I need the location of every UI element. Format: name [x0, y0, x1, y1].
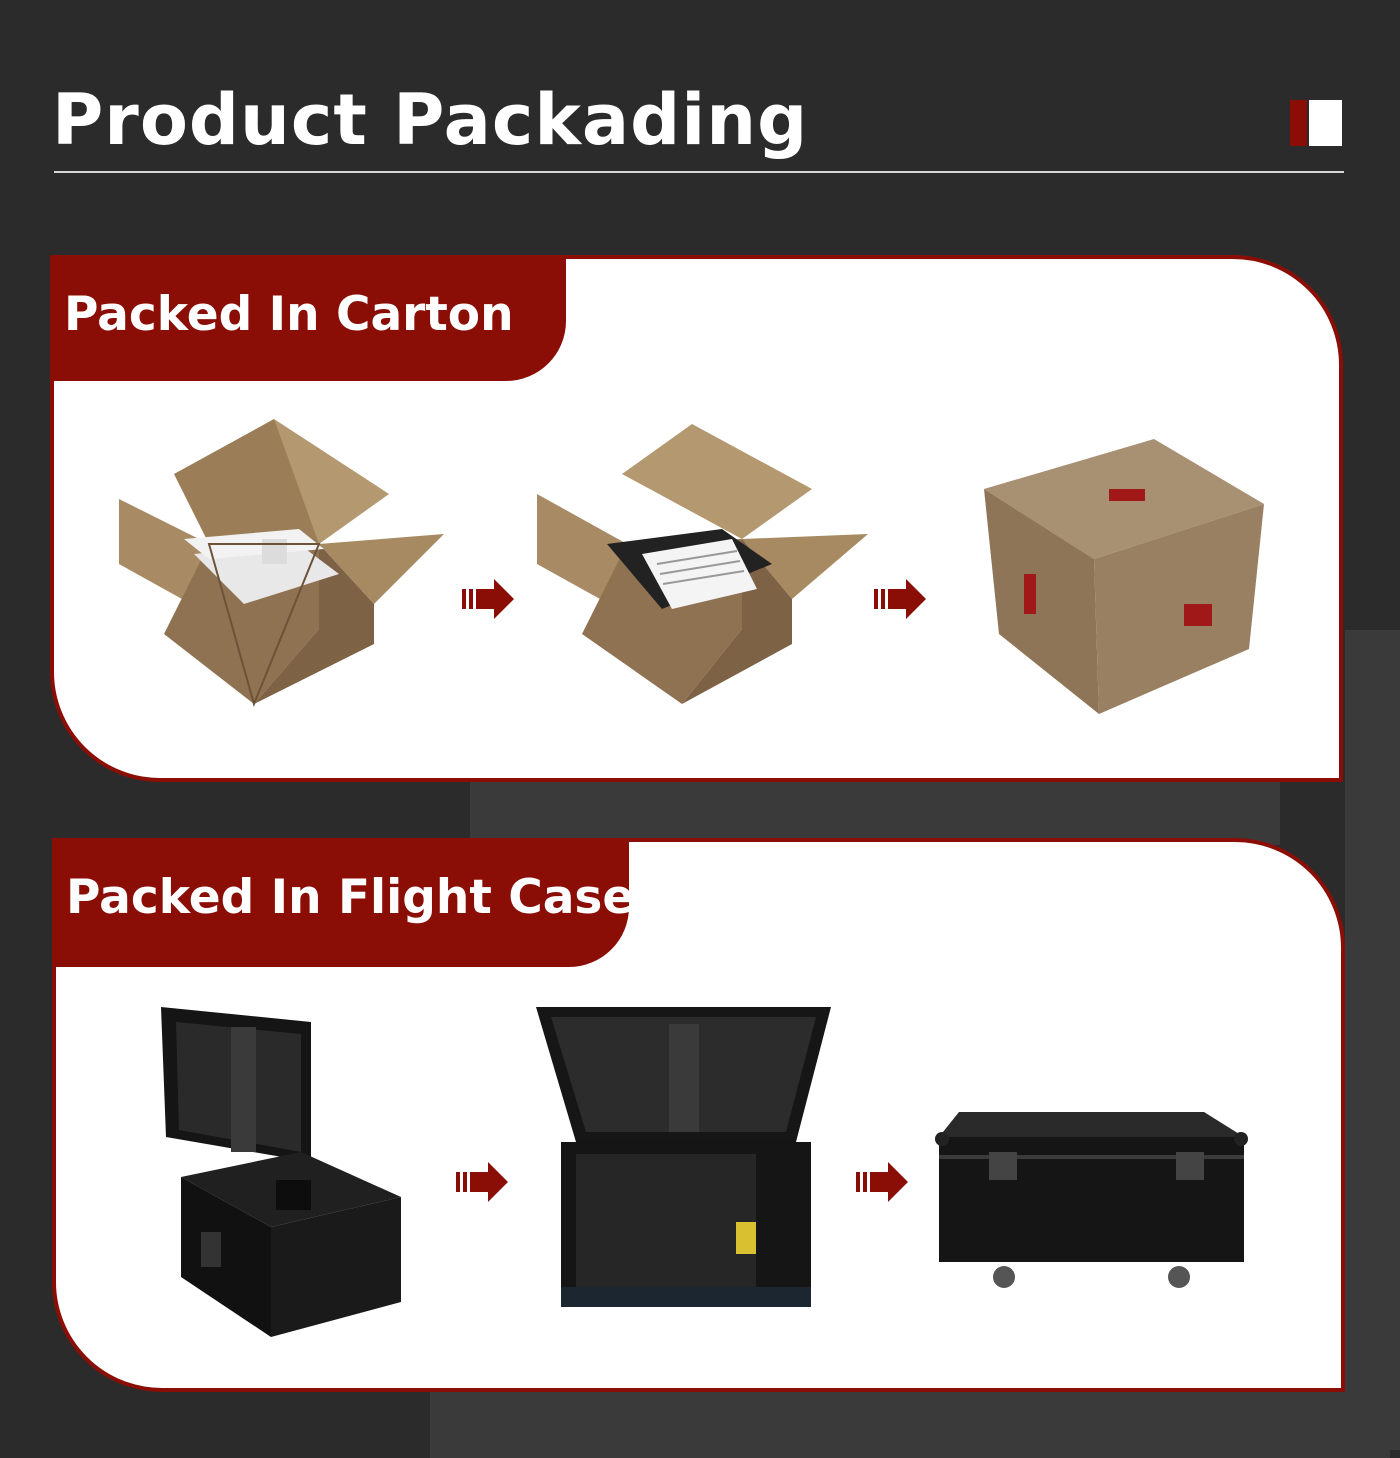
background-shape: [430, 1390, 1390, 1458]
open-carton-photo: [119, 419, 444, 708]
arrow-right-icon: [462, 579, 514, 619]
logo-white-block: [1309, 100, 1342, 146]
carton-section: Packed In Carton: [50, 255, 1343, 782]
closed-flight-case-photo: [935, 1112, 1248, 1288]
section-tab: Packed In Carton: [54, 259, 566, 381]
section-tab: Packed In Flight Case: [56, 842, 634, 967]
header-divider: [54, 171, 1344, 173]
flight-case-section: Packed In Flight Case: [52, 838, 1345, 1392]
section-label: Packed In Flight Case: [66, 870, 635, 925]
page-header: Product Packading: [52, 80, 1344, 175]
page-title: Product Packading: [52, 79, 809, 161]
loaded-flight-case-photo: [536, 1007, 831, 1307]
background-shape: [470, 780, 1280, 845]
loaded-carton-photo: [537, 424, 868, 704]
arrow-right-icon: [456, 1162, 508, 1202]
open-flight-case-photo: [161, 1007, 401, 1337]
section-label: Packed In Carton: [64, 287, 514, 342]
arrow-right-icon: [874, 579, 926, 619]
arrow-right-icon: [856, 1162, 908, 1202]
brand-logo-icon: [1290, 100, 1342, 146]
sealed-carton-photo: [984, 439, 1264, 714]
background-shape: [1345, 630, 1400, 1450]
logo-red-bar: [1290, 100, 1307, 146]
